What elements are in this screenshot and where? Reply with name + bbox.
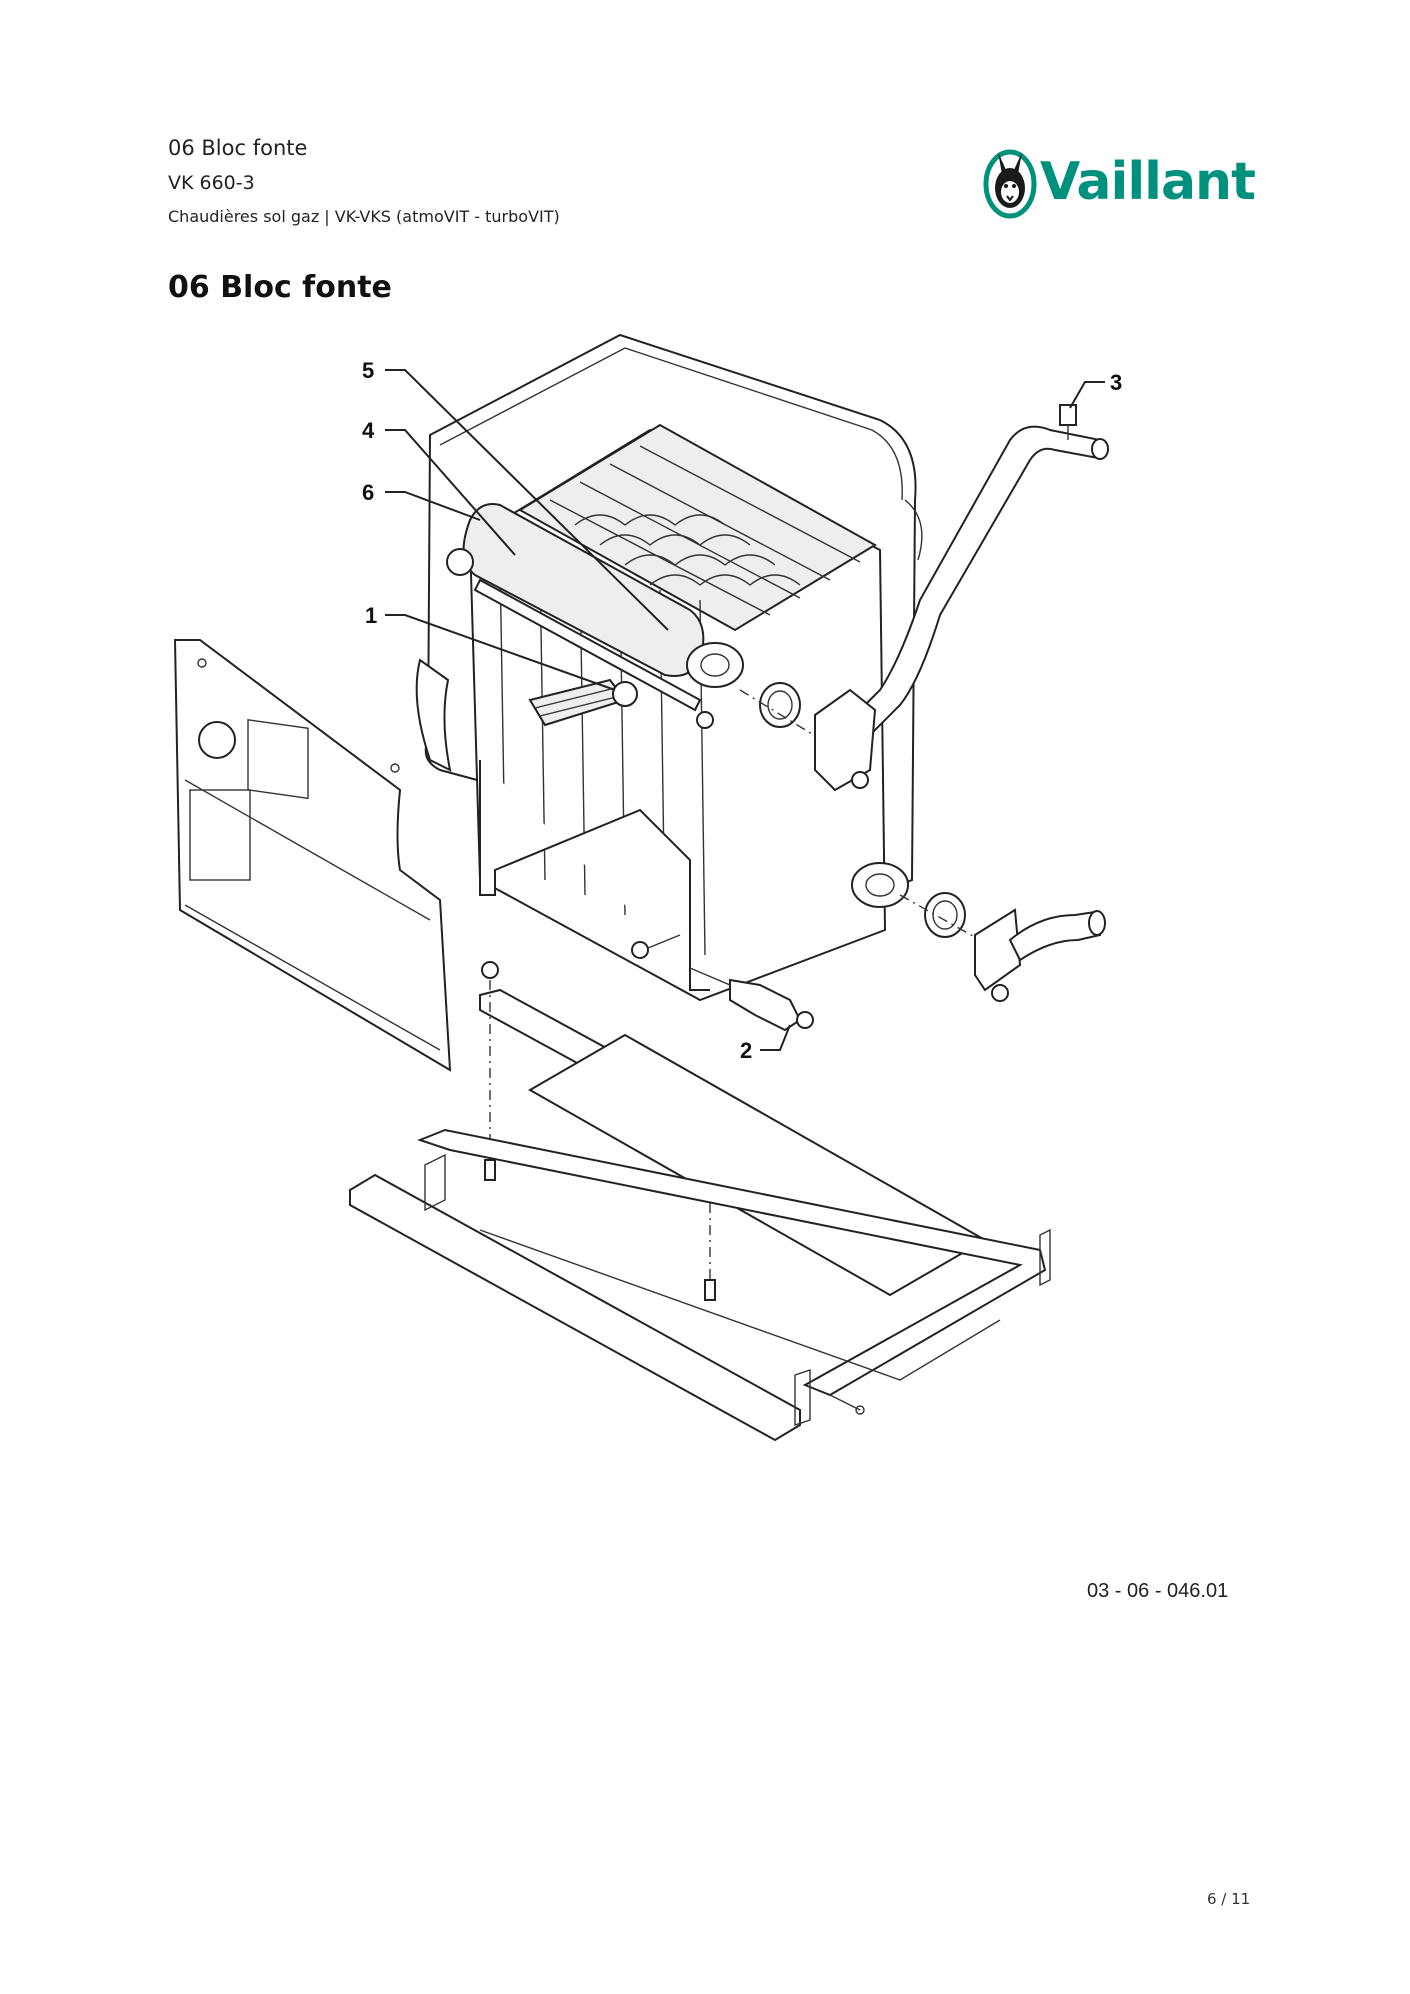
callout-4: 4 [362, 418, 375, 443]
callout-labels: 5 4 6 1 2 3 [362, 358, 1122, 1063]
section-title: 06 Bloc fonte [168, 270, 392, 305]
burner-rod [473, 578, 702, 712]
manifold-end-cap [446, 548, 474, 576]
callout-2: 2 [740, 1038, 752, 1063]
brand-wordmark: Vaillant [1040, 152, 1256, 212]
return-pipe-flange [974, 908, 1022, 992]
upper-gasket [759, 682, 801, 728]
cast-iron-block-top [518, 423, 877, 632]
callout-1: 1 [365, 603, 377, 628]
page-number: 6 / 11 [1207, 1890, 1251, 1908]
flange-bolt [851, 771, 869, 789]
lower-gasket [924, 892, 966, 938]
document-title: 06 Bloc fonte [168, 136, 308, 160]
document-model: VK 660-3 [168, 172, 255, 194]
return-pipe [1008, 910, 1102, 962]
panel-sight-hole [198, 721, 236, 759]
upper-flange [686, 642, 744, 688]
return-flange-bolt [991, 984, 1009, 1002]
base-bolt [631, 941, 649, 959]
lower-flange [851, 862, 909, 908]
drain-cock [729, 978, 802, 1032]
casing-side-flange [415, 658, 452, 772]
hare-logo-icon [983, 149, 1037, 219]
exploded-parts-diagram: 5 4 6 1 2 3 [173, 333, 1122, 1442]
block-fins [549, 445, 861, 616]
frame-screw [855, 1405, 865, 1415]
rod-bolt [696, 711, 714, 729]
front-panel [173, 639, 452, 1072]
air-vent [1059, 404, 1077, 426]
flow-pipe-flange [814, 688, 877, 792]
callout-5: 5 [362, 358, 374, 383]
callout-6: 6 [362, 480, 374, 505]
document-subtitle: Chaudières sol gaz | VK-VKS (atmoVIT - t… [168, 207, 560, 226]
callout-3: 3 [1110, 370, 1122, 395]
diagram-reference-number: 03 - 06 - 046.01 [1087, 1580, 1229, 1602]
base-frame [349, 1173, 801, 1442]
